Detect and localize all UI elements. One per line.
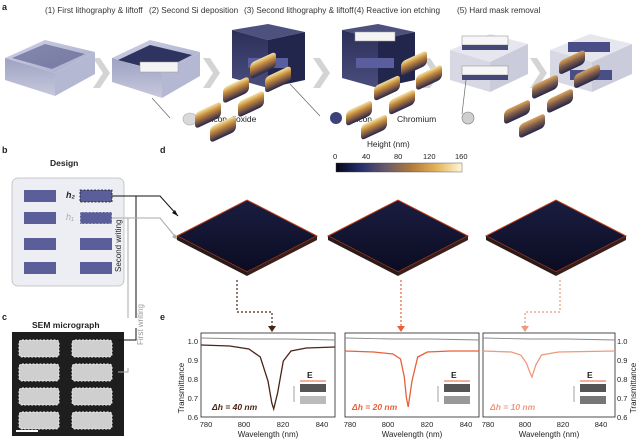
surface-plot-40nm — [175, 52, 319, 276]
step-label-5: (5) Hard mask removal — [457, 6, 541, 15]
xtick-p3-820: 820 — [557, 420, 570, 429]
transmittance-curve — [482, 350, 616, 379]
panel-label-c: c — [2, 312, 8, 322]
step2-sample — [112, 40, 200, 98]
surface-plot-20nm — [326, 51, 470, 276]
xtick-p1-800: 800 — [238, 420, 251, 429]
ytick-left-0.6: 0.6 — [188, 413, 198, 422]
reference-curve — [482, 337, 616, 341]
xtick-p2-780: 780 — [344, 420, 357, 429]
ytick-right-0.8: 0.8 — [617, 375, 627, 384]
connector-chromium — [461, 79, 467, 115]
xtick-p1-840: 840 — [316, 420, 329, 429]
xlabel-p2: Wavelength (nm) — [382, 430, 443, 439]
step5-sample — [450, 34, 528, 92]
colorbar-tick-160: 160 — [455, 152, 468, 161]
spectrum-panel-20nm: 780 800 820 840 Wavelength (nm) Δh = 20 … — [344, 332, 480, 439]
silicon-swatch — [330, 112, 342, 124]
colorbar-tick-0: 0 — [333, 152, 338, 161]
xlabel-p1: Wavelength (nm) — [238, 430, 299, 439]
annotation-10nm: Δh = 10 nm — [489, 402, 536, 412]
label-h2: h₂ — [66, 190, 75, 200]
panel-label-a: a — [2, 2, 8, 12]
spectrum-panel-10nm: 780 800 820 840 Wavelength (nm) Δh = 10 … — [482, 332, 616, 439]
ylabel-left: Transmittance — [177, 362, 186, 413]
spectrum-panel-40nm: 780 800 820 840 Wavelength (nm) Δh = 40 … — [200, 332, 336, 439]
colorbar-tick-40: 40 — [362, 152, 371, 161]
transmittance-curve — [344, 350, 479, 408]
e-field-label-p3: E — [587, 370, 593, 380]
spectrum-plot-40nm — [200, 337, 336, 412]
legend-chromium: Chromium — [397, 114, 437, 124]
dropline-10nm — [524, 280, 561, 328]
colorbar-tick-80: 80 — [394, 152, 403, 161]
xtick-p2-820: 820 — [421, 420, 434, 429]
xlabel-p3: Wavelength (nm) — [519, 430, 580, 439]
label-h1: h₁ — [66, 212, 74, 222]
ytick-right-0.6: 0.6 — [617, 413, 627, 422]
e-field-label-p2: E — [451, 370, 457, 380]
height-colorbar — [335, 162, 463, 173]
step-label-2: (2) Second Si deposition — [149, 6, 239, 15]
ytick-left-0.8: 0.8 — [188, 375, 198, 384]
reference-curve — [200, 337, 336, 341]
ylabel-right: Transmittance — [629, 362, 638, 413]
xtick-p3-800: 800 — [519, 420, 532, 429]
sem-micrograph — [12, 332, 124, 436]
ytick-left-0.7: 0.7 — [188, 394, 198, 403]
xtick-p3-780: 780 — [482, 420, 495, 429]
ytick-left-0.9: 0.9 — [188, 356, 198, 365]
ytick-right-0.7: 0.7 — [617, 394, 627, 403]
connector-silicon — [289, 83, 321, 117]
xtick-p2-800: 800 — [382, 420, 395, 429]
annotation-20nm: Δh = 20 nm — [351, 402, 398, 412]
annotation-40nm: Δh = 40 nm — [211, 402, 258, 412]
connector-silicon-dioxide — [151, 97, 171, 119]
surface-plot-10nm — [484, 50, 628, 276]
ytick-left-1.0: 1.0 — [188, 337, 198, 346]
colorbar-tick-120: 120 — [423, 152, 436, 161]
dropline-40nm — [236, 280, 273, 328]
spectrum-plot-10nm — [482, 337, 616, 379]
sem-title: SEM micrograph — [32, 320, 100, 330]
chromium-swatch — [461, 111, 475, 125]
step-label-4: (4) Reactive ion etching — [354, 6, 441, 15]
colorbar-title: Height (nm) — [367, 140, 410, 149]
ytick-right-0.9: 0.9 — [617, 356, 627, 365]
design-diagram — [11, 177, 137, 318]
xtick-p1-820: 820 — [277, 420, 290, 429]
panel-label-b: b — [2, 145, 8, 155]
xtick-p3-840: 840 — [595, 420, 608, 429]
ytick-right-1.0: 1.0 — [617, 337, 627, 346]
step1-sample — [5, 40, 95, 96]
reference-curve — [344, 337, 480, 341]
step4-sample — [342, 24, 415, 88]
e-field-label-p1: E — [307, 370, 313, 380]
design-title: Design — [50, 158, 79, 168]
step-label-3: (3) Second lithography & liftoff — [244, 6, 354, 15]
xtick-p2-840: 840 — [460, 420, 473, 429]
panel-label-d: d — [160, 145, 166, 155]
step-label-1: (1) First lithography & liftoff — [45, 6, 143, 15]
transmittance-curve — [200, 344, 336, 412]
xtick-p1-780: 780 — [200, 420, 213, 429]
spectrum-plot-20nm — [344, 337, 480, 408]
panel-label-e: e — [160, 312, 166, 322]
